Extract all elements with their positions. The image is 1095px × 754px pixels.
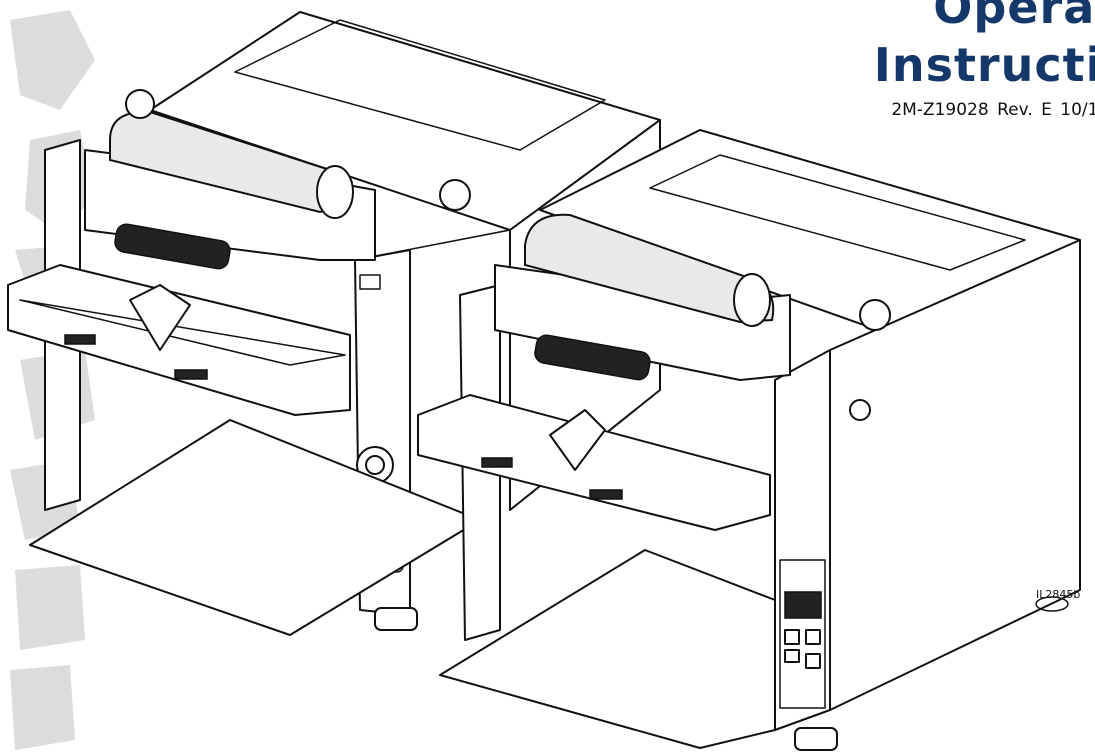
right-machine <box>417 129 1081 751</box>
title-line-2: Instructio <box>873 38 1095 92</box>
document-number: 2M-Z19028 Rev. E 10/13/ <box>891 100 1095 120</box>
title-line-1: Operati <box>933 0 1095 34</box>
illustration-id: IL2845b <box>1036 588 1081 601</box>
left-machine <box>7 11 661 636</box>
